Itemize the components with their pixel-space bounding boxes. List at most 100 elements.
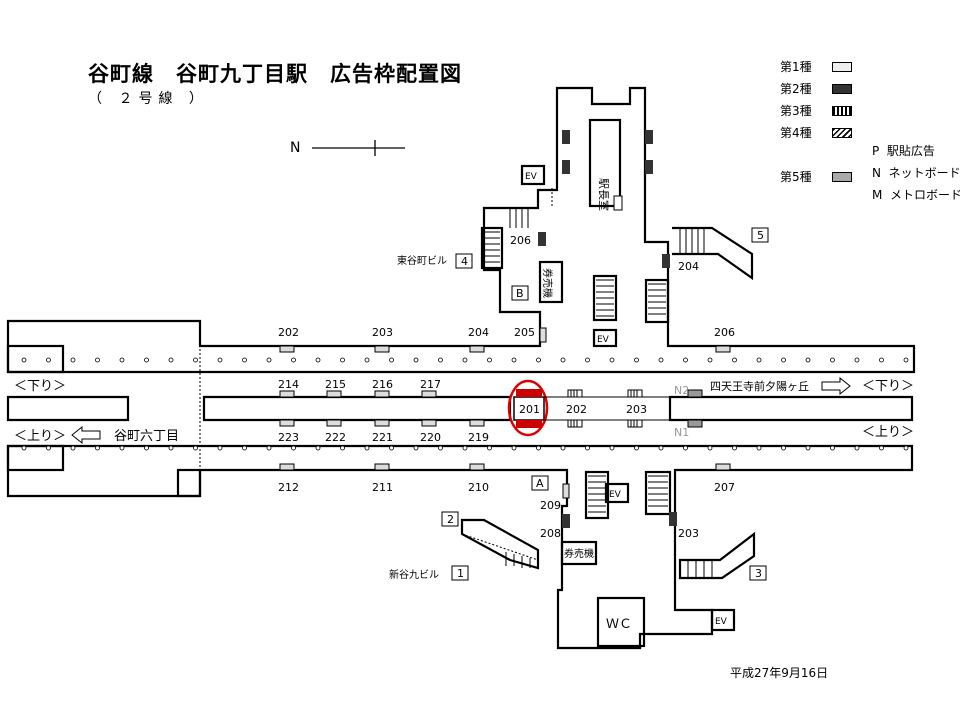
pillar-dot xyxy=(707,357,713,363)
ad-number: 203 xyxy=(372,326,393,339)
ad-number: 221 xyxy=(372,431,393,444)
stair-lines xyxy=(505,552,531,568)
pillar-dot xyxy=(389,445,394,451)
exit-a-label[interactable]: A xyxy=(536,477,544,490)
pillar-dot xyxy=(683,357,688,363)
lower-left-pillar xyxy=(176,468,202,498)
pillar-dot xyxy=(119,445,125,451)
stair-lines xyxy=(509,208,529,228)
legend-item-type2: 第2種 xyxy=(780,80,852,98)
netboard-n2 xyxy=(687,389,703,398)
ad-panel-207 xyxy=(715,463,731,471)
exit-2-label[interactable]: 2 xyxy=(447,513,454,526)
exit-5-label[interactable]: 5 xyxy=(757,229,764,242)
legend-item-type4: 第4種 xyxy=(780,124,852,142)
lower-left-block xyxy=(6,444,65,472)
pillar-dot xyxy=(70,357,76,363)
exit-1-label[interactable]: 1 xyxy=(457,567,464,580)
ad-panel-215 xyxy=(326,390,342,398)
ad-type3 xyxy=(613,195,623,211)
pillar-dot xyxy=(266,445,272,451)
wc-label: ＷＣ xyxy=(606,617,632,632)
legend-item-type3: 第3種 xyxy=(780,102,852,120)
station-master-label: 駅長室 xyxy=(597,178,611,211)
ad-panel-217 xyxy=(421,390,437,398)
exit-b-label[interactable]: B xyxy=(516,287,524,300)
ad-panel-222 xyxy=(326,419,342,427)
ticket-room-south xyxy=(560,540,598,566)
ev-label: EV xyxy=(715,617,728,627)
ad-panel-205 xyxy=(539,327,547,343)
pillar-dot xyxy=(46,445,51,451)
netboard-n1 xyxy=(687,419,703,428)
legend-extra-text: メトロボード xyxy=(890,188,960,202)
pillar-dot xyxy=(413,445,419,451)
legend-extra-text: ネットボード xyxy=(888,166,960,180)
page-title: 谷町線 谷町九丁目駅 広告枠配置図 xyxy=(88,62,462,86)
pillar-dot xyxy=(707,445,713,451)
connector-line xyxy=(544,396,670,421)
pillar-dot xyxy=(536,445,541,451)
pillar-dot xyxy=(70,445,76,451)
ad-number: 217 xyxy=(420,378,441,391)
stair-lines xyxy=(588,475,606,513)
pillar-dot xyxy=(266,357,272,363)
pillar-dot xyxy=(389,357,394,363)
exit3-stairs xyxy=(678,531,756,580)
upper-platform-wall xyxy=(6,86,916,374)
pillar-dot xyxy=(340,357,345,363)
ad-panel-219 xyxy=(469,419,485,427)
exit-4-label[interactable]: 4 xyxy=(461,255,468,268)
north-label: N xyxy=(290,140,300,156)
pillar-dot xyxy=(487,357,492,363)
stairs-north-1 xyxy=(592,274,618,322)
pillar-dot xyxy=(879,445,884,451)
ad-panel-221 xyxy=(374,419,390,427)
ad-panel-220 xyxy=(421,419,437,427)
pillar-dot xyxy=(217,445,223,451)
pillar-dot xyxy=(364,445,370,451)
ad-number: 214 xyxy=(278,378,299,391)
exit-2-box xyxy=(441,511,459,527)
toward-up-label: 谷町六丁目 xyxy=(114,429,179,444)
ad-panel-212 xyxy=(279,463,295,471)
ad-number: 206 xyxy=(714,326,735,339)
ad-number: 209 xyxy=(540,499,561,512)
highlight-circle xyxy=(507,379,549,437)
pillar-dot xyxy=(487,445,492,451)
dir-up-right: ＜上り＞ xyxy=(862,425,914,440)
pillar-dot xyxy=(315,445,321,451)
exit-3-label[interactable]: 3 xyxy=(755,567,762,580)
ad-type3 xyxy=(627,389,643,398)
legend-extra-p: P 駅貼広告 xyxy=(872,142,935,159)
legend-item-type5: 第5種 xyxy=(780,168,852,186)
ad-panel-202 xyxy=(279,345,295,353)
pillar-dot xyxy=(903,445,909,451)
toward-down-label: 四天王寺前夕陽ヶ丘 xyxy=(710,379,809,393)
structure xyxy=(6,86,916,650)
legend-label: 第2種 xyxy=(780,82,812,96)
ad-number: 220 xyxy=(420,431,441,444)
stair-lines xyxy=(648,283,666,315)
exit4-stairs xyxy=(480,226,504,270)
type2-symbol xyxy=(832,84,852,94)
ticket-room-north xyxy=(538,260,564,304)
ticket-north-label: 券売機 xyxy=(541,268,554,298)
stair-lines xyxy=(687,560,713,578)
pillar-dot xyxy=(536,357,541,363)
ev-label: EV xyxy=(609,490,622,500)
pillar-dot xyxy=(781,445,786,451)
ev-concourse xyxy=(592,328,618,348)
stair-lines xyxy=(648,475,668,507)
ad-number: 211 xyxy=(372,481,393,494)
exit2-stairs xyxy=(460,518,540,570)
pillar-dot xyxy=(805,445,811,451)
pillar-dot xyxy=(291,445,296,451)
pillar-dot xyxy=(168,357,174,363)
ticket-south-label: 券売機 xyxy=(564,547,594,560)
pillar-dot xyxy=(756,445,762,451)
ad-number-201: 201 xyxy=(519,403,540,416)
pillar-dot xyxy=(609,445,615,451)
ad-panel-209 xyxy=(562,483,570,499)
page-subtitle: （ ２号線 ） xyxy=(88,91,209,107)
